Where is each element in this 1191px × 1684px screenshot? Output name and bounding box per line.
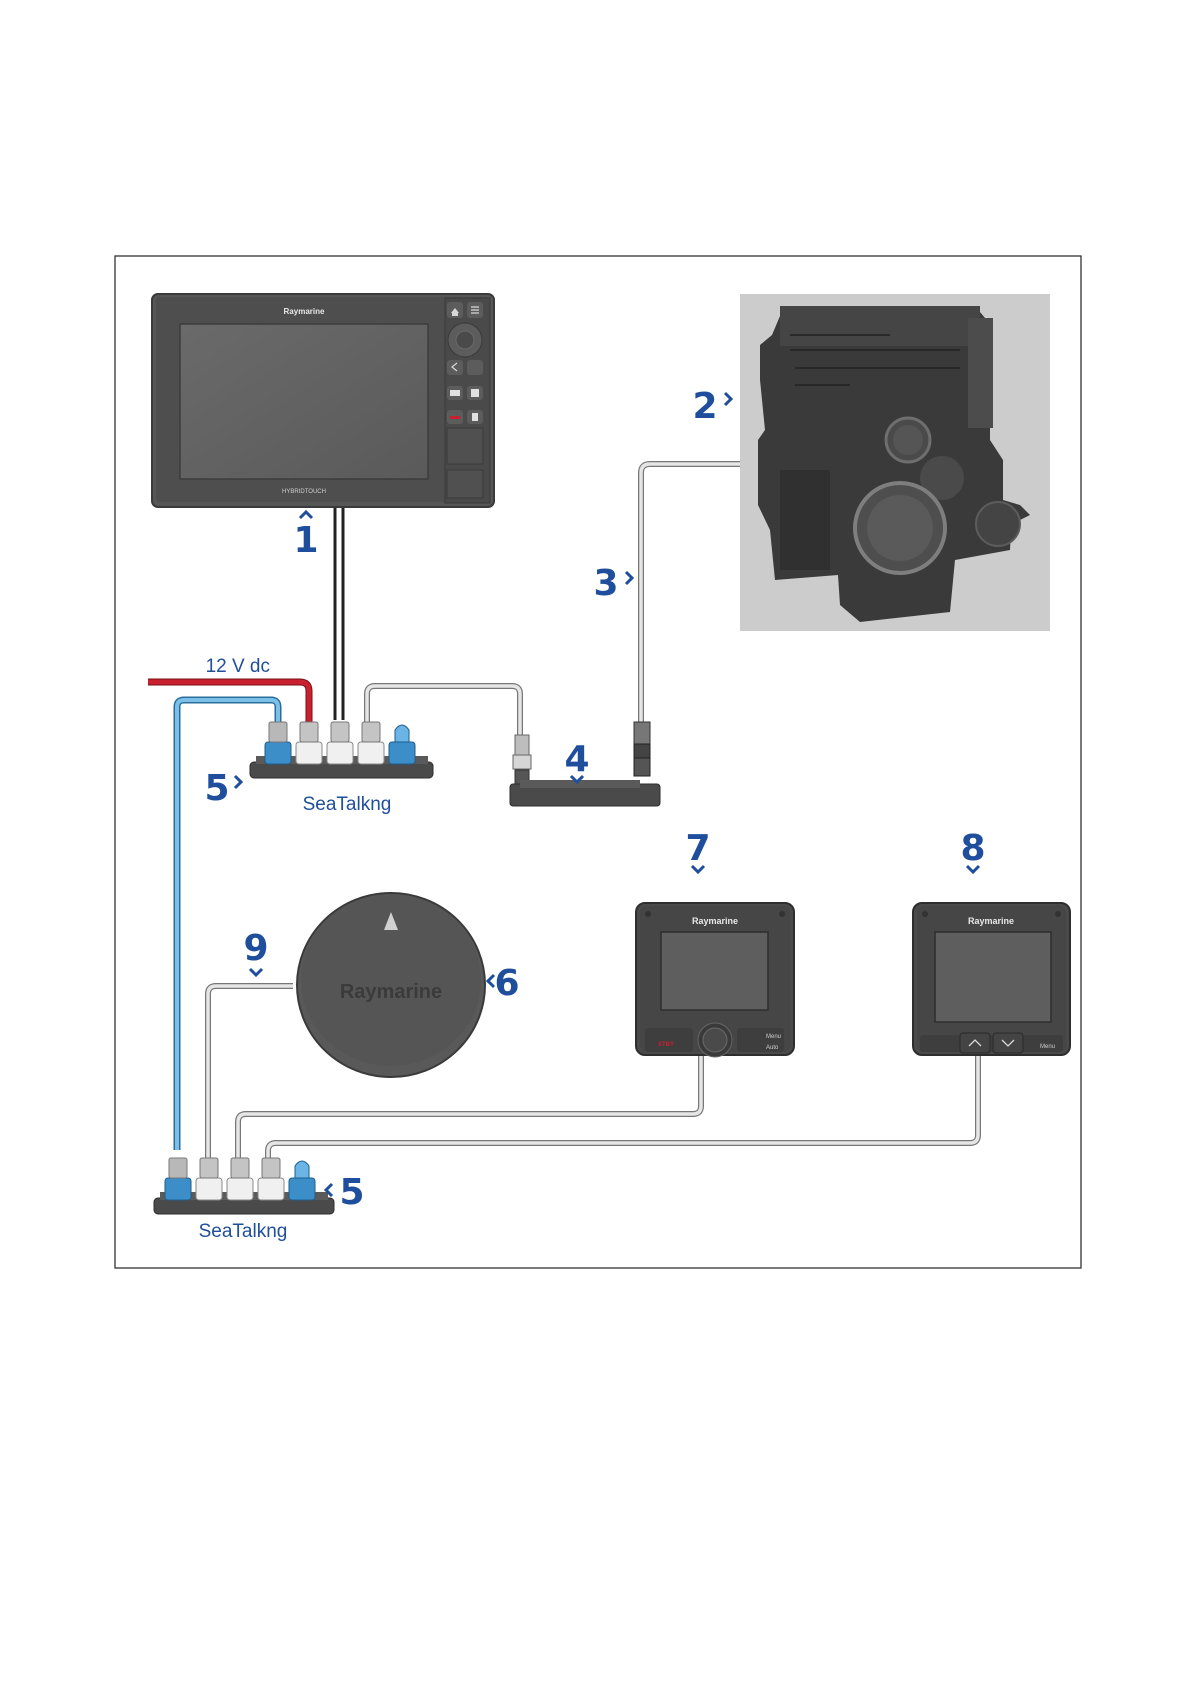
callout-7: 7 [685, 828, 710, 872]
backbone-label-bottom: SeaTalkng [199, 1221, 288, 1242]
display-model: HYBRIDTOUCH [282, 489, 326, 495]
power-label: 12 V dc [206, 656, 270, 677]
controller-brand: Raymarine [692, 916, 738, 926]
callout-8: 8 [960, 828, 985, 872]
svg-text:2: 2 [692, 386, 717, 427]
callout-5-top: 5 [204, 768, 241, 809]
callout-3: 3 [593, 563, 632, 604]
callout-6: 6 [488, 963, 520, 1004]
instrument-display: Raymarine Menu [913, 903, 1070, 1055]
callout-4: 4 [564, 739, 589, 782]
svg-text:5: 5 [204, 768, 229, 809]
sensor-cable [208, 986, 293, 1162]
controller-screen [661, 932, 768, 1010]
spur-cable-eci [367, 686, 520, 735]
seatalkng-backbone-bottom [154, 1158, 334, 1214]
back-key [447, 360, 463, 375]
engine-cable [641, 464, 740, 722]
instrument-brand: Raymarine [968, 916, 1014, 926]
callout-9: 9 [243, 928, 268, 975]
display-cables [335, 505, 343, 720]
svg-text:4: 4 [564, 739, 589, 780]
instrument-down-key [993, 1033, 1023, 1053]
callout-1: 1 [293, 512, 318, 561]
autopilot-sensor: Raymarine [297, 893, 485, 1077]
ok-key [467, 360, 483, 375]
svg-text:7: 7 [685, 828, 710, 869]
controller-stby-label: STBY [658, 1042, 674, 1048]
multifunction-display: Raymarine HYBRIDTOUCH [152, 294, 494, 507]
sensor-brand: Raymarine [340, 981, 442, 1003]
engine [740, 294, 1050, 631]
svg-text:3: 3 [593, 563, 618, 604]
svg-text:8: 8 [960, 828, 985, 869]
display-screen [180, 324, 428, 479]
instrument-screen [935, 932, 1051, 1022]
controller-left-keys [645, 1028, 693, 1052]
instrument-menu-label: Menu [1040, 1044, 1055, 1050]
seatalkng-backbone-top [250, 722, 433, 778]
svg-text:9: 9 [243, 928, 268, 969]
svg-text:1: 1 [293, 520, 318, 561]
display-brand: Raymarine [284, 307, 325, 316]
controller-menu-label: Menu [766, 1034, 781, 1040]
svg-text:6: 6 [494, 963, 519, 1004]
instrument-up-key [960, 1033, 990, 1053]
svg-text:5: 5 [339, 1172, 364, 1213]
pilot-controller: Raymarine STBY Menu Auto [636, 903, 794, 1057]
controller-auto-label: Auto [766, 1045, 779, 1051]
backbone-label-top: SeaTalkng [303, 794, 392, 815]
callout-2: 2 [692, 386, 731, 427]
